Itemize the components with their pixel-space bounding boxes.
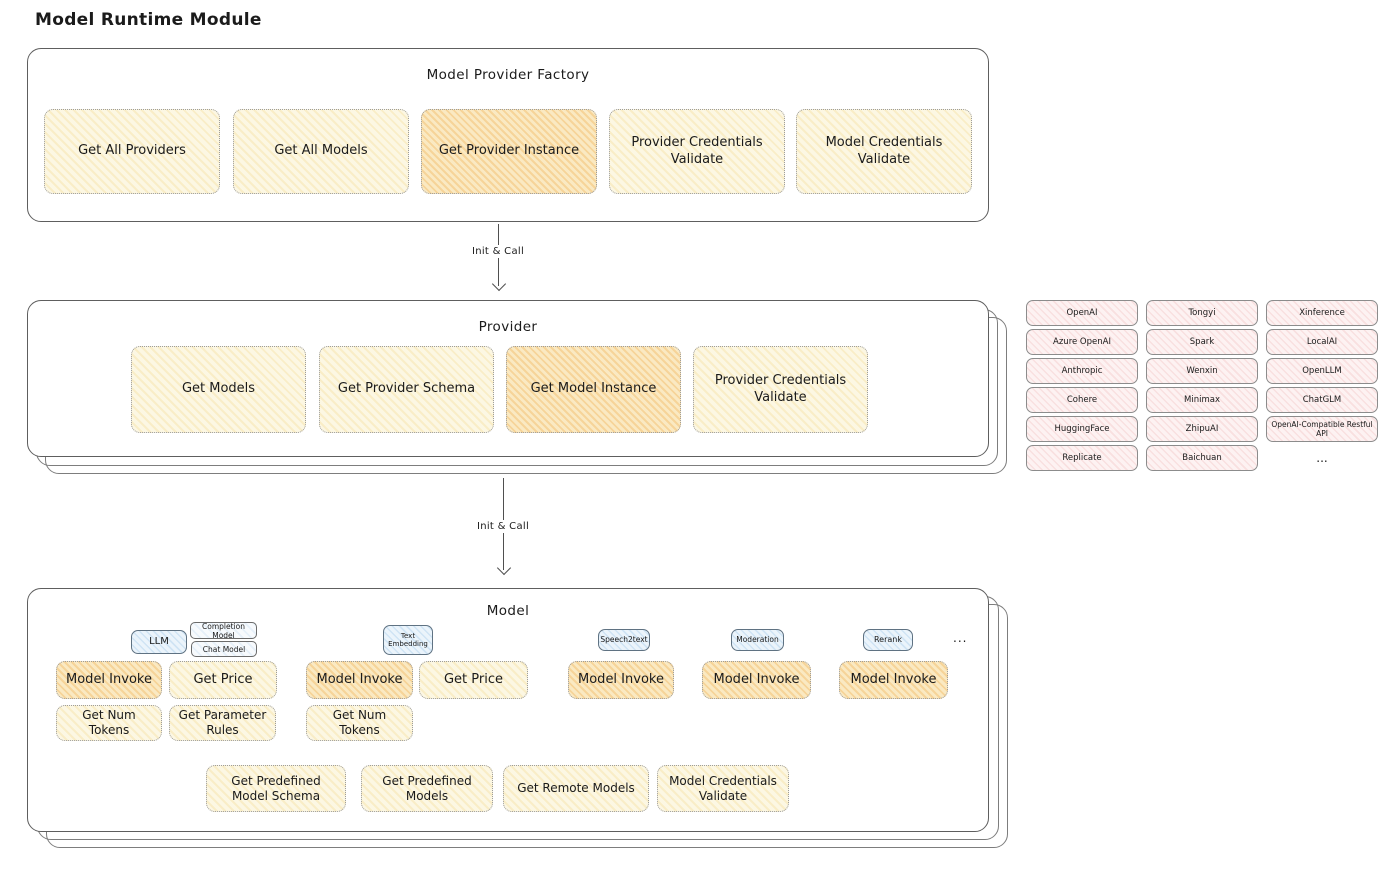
page-title: Model Runtime Module: [35, 10, 262, 30]
provider-chip-get-model-instance: Get Model Instance: [506, 346, 681, 433]
provider-name-anthropic: Anthropic: [1026, 358, 1138, 384]
chip-label: Get Predefined Model Schema: [231, 773, 321, 803]
provider-chip-get-models: Get Models: [131, 346, 306, 433]
provider-name-wenxin: Wenxin: [1146, 358, 1258, 384]
tab-completion-model: Completion Model: [190, 622, 257, 640]
provider-name-openai-compatible: OpenAI-Compatible Restful API: [1266, 416, 1378, 442]
model-box-title: Model: [486, 603, 530, 619]
arrow-head-icon: [491, 276, 507, 292]
provider-chip-get-provider-schema: Get Provider Schema: [319, 346, 494, 433]
chip-label: Get Price: [443, 671, 503, 687]
provider-name-tongyi: Tongyi: [1146, 300, 1258, 326]
tabs-more-ellipsis: ...: [953, 631, 968, 645]
chip-label: Get All Models: [274, 143, 368, 159]
chip-label: Get All Providers: [78, 143, 186, 159]
model-chip-model-invoke-llm: Model Invoke: [56, 661, 162, 699]
chip-label: Model Invoke: [713, 671, 800, 687]
model-chip-get-predefined-models: Get Predefined Models: [361, 765, 493, 812]
model-chip-model-credentials-validate: Model Credentials Validate: [657, 765, 789, 812]
provider-name-baichuan: Baichuan: [1146, 445, 1258, 471]
provider-name-more: ...: [1316, 451, 1328, 465]
chip-label: Get Parameter Rules: [178, 708, 267, 737]
chip-label: Model Invoke: [66, 671, 152, 687]
tab-llm: LLM: [131, 630, 187, 654]
chip-label: Model Credentials Validate: [669, 773, 777, 803]
model-chip-get-remote-models: Get Remote Models: [503, 765, 649, 812]
factory-chip-provider-credentials-validate: Provider Credentials Validate: [609, 109, 785, 194]
factory-chip-get-all-models: Get All Models: [233, 109, 409, 194]
provider-name-zhipuai: ZhipuAI: [1146, 416, 1258, 442]
chip-label: Get Num Tokens: [82, 708, 136, 737]
arrow-head-icon: [496, 560, 512, 576]
model-chip-model-invoke-embedding: Model Invoke: [306, 661, 413, 699]
provider-name-replicate: Replicate: [1026, 445, 1138, 471]
model-chip-get-num-tokens-embedding: Get Num Tokens: [306, 705, 413, 741]
model-chip-get-parameter-rules: Get Parameter Rules: [169, 705, 276, 741]
chip-label: Model Invoke: [850, 671, 937, 687]
chip-label: Get Remote Models: [517, 781, 635, 795]
chip-label: Get Model Instance: [530, 381, 657, 397]
chip-label: Provider Credentials Validate: [631, 135, 763, 167]
model-chip-get-price-llm: Get Price: [169, 661, 277, 699]
factory-chip-get-all-providers: Get All Providers: [44, 109, 220, 194]
model-chip-model-invoke-rerank: Model Invoke: [839, 661, 948, 699]
provider-name-localai: LocalAI: [1266, 329, 1378, 355]
provider-name-xinference: Xinference: [1266, 300, 1378, 326]
provider-name-azure-openai: Azure OpenAI: [1026, 329, 1138, 355]
model-chip-model-invoke-speech2text: Model Invoke: [568, 661, 674, 699]
factory-box-title: Model Provider Factory: [426, 67, 590, 83]
factory-box: Model Provider Factory Get All Providers…: [27, 48, 989, 222]
tab-text-embedding: Text Embedding: [383, 625, 433, 655]
model-chip-get-num-tokens-llm: Get Num Tokens: [56, 705, 162, 741]
model-chip-get-price-embedding: Get Price: [419, 661, 528, 699]
tab-moderation: Moderation: [731, 629, 784, 651]
chip-label: Get Provider Schema: [337, 381, 476, 397]
arrow-label-init-call-1: Init & Call: [466, 245, 530, 258]
chip-label: Get Models: [181, 381, 256, 397]
provider-name-huggingface: HuggingFace: [1026, 416, 1138, 442]
provider-name-chatglm: ChatGLM: [1266, 387, 1378, 413]
provider-box: Provider Get Models Get Provider Schema …: [27, 300, 989, 457]
chip-label: Model Invoke: [316, 671, 403, 687]
chip-label: Get Num Tokens: [332, 708, 387, 737]
provider-box-title: Provider: [478, 319, 538, 335]
model-chip-model-invoke-moderation: Model Invoke: [702, 661, 811, 699]
provider-name-grid: OpenAI Tongyi Xinference Azure OpenAI Sp…: [1026, 300, 1378, 471]
tab-speech2text: Speech2text: [598, 629, 650, 651]
factory-chip-get-provider-instance: Get Provider Instance: [421, 109, 597, 194]
tab-rerank: Rerank: [863, 629, 913, 651]
provider-name-openai: OpenAI: [1026, 300, 1138, 326]
provider-name-spark: Spark: [1146, 329, 1258, 355]
factory-chip-model-credentials-validate: Model Credentials Validate: [796, 109, 972, 194]
model-box: Model LLM Completion Model Chat Model Te…: [27, 588, 989, 832]
chip-label: Get Price: [193, 671, 253, 687]
chip-label: Provider Credentials Validate: [714, 373, 847, 405]
provider-name-cohere: Cohere: [1026, 387, 1138, 413]
model-chip-get-predefined-model-schema: Get Predefined Model Schema: [206, 765, 346, 812]
chip-label: Get Predefined Models: [382, 773, 472, 803]
arrow-label-init-call-2: Init & Call: [471, 520, 535, 533]
chip-label: Model Invoke: [578, 671, 664, 687]
provider-chip-provider-credentials-validate: Provider Credentials Validate: [693, 346, 868, 433]
chip-label: Model Credentials Validate: [825, 135, 943, 167]
provider-name-openllm: OpenLLM: [1266, 358, 1378, 384]
provider-name-minimax: Minimax: [1146, 387, 1258, 413]
chip-label: Get Provider Instance: [438, 143, 580, 159]
tab-chat-model: Chat Model: [191, 641, 257, 657]
